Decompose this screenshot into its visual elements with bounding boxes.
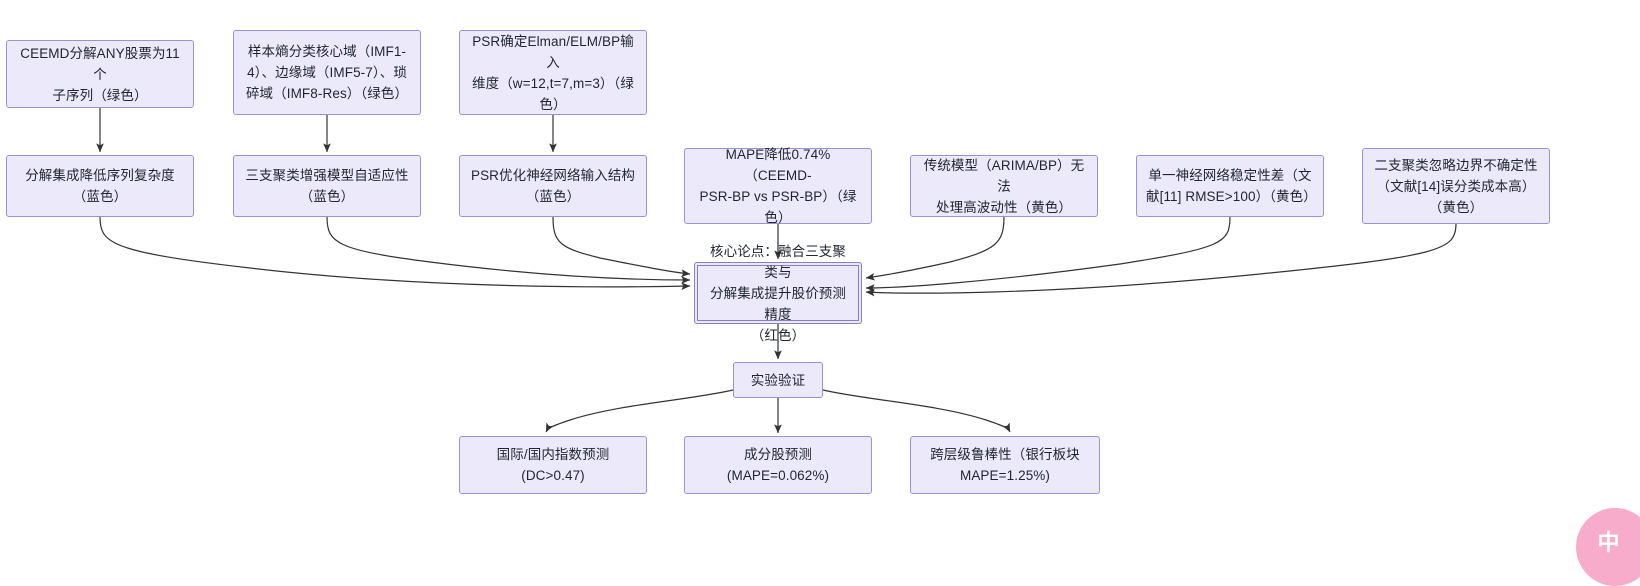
node-label: 单一神经网络稳定性差（文 献[11] RMSE>100）（黄色） <box>1146 168 1317 204</box>
watermark-badge: 中 <box>1576 508 1640 586</box>
node-label: 国际/国内指数预测 (DC>0.47) <box>496 447 610 483</box>
edge-exp-r3 <box>822 389 1011 433</box>
node-two-way-clustering-limitation[interactable]: 二支聚类忽略边界不确定性 （文献[14]误分类成本高） （黄色） <box>1362 148 1550 224</box>
node-label: MAPE降低0.74%（CEEMD- PSR-BP vs PSR-BP）（绿 色… <box>699 147 857 225</box>
node-label: 样本熵分类核心域（IMF1- 4）、边缘域（IMF5-7）、琐 碎域（IMF8-… <box>245 44 409 101</box>
node-label: 分解集成降低序列复杂度 （蓝色） <box>25 168 175 204</box>
node-traditional-model-limitation[interactable]: 传统模型（ARIMA/BP）无法 处理高波动性（黄色） <box>910 155 1098 217</box>
node-label: 核心论点：融合三支聚类与 分解集成提升股价预测精度 （红色） <box>710 243 846 343</box>
node-ceemd-decomposition[interactable]: CEEMD分解ANY股票为11个 子序列（绿色） <box>6 40 194 108</box>
edge-n9-core <box>865 216 1231 292</box>
node-label: 实验验证 <box>750 372 806 388</box>
node-label: 传统模型（ARIMA/BP）无法 处理高波动性（黄色） <box>923 157 1085 215</box>
edge-n4-core <box>99 216 691 291</box>
node-label: 跨层级鲁棒性（银行板块 MAPE=1.25%) <box>930 447 1080 483</box>
node-single-network-instability[interactable]: 单一神经网络稳定性差（文 献[11] RMSE>100）（黄色） <box>1136 155 1324 217</box>
node-core-claim[interactable]: 核心论点：融合三支聚类与 分解集成提升股价预测精度 （红色） <box>694 244 862 343</box>
edge-n10-core <box>865 223 1457 297</box>
edge-n8-core <box>865 216 1005 281</box>
node-three-way-clustering-adaptivity[interactable]: 三支聚类增强模型自适应性 （蓝色） <box>233 155 421 217</box>
flowchart-canvas: CEEMD分解ANY股票为11个 子序列（绿色） 样本熵分类核心域（IMF1- … <box>6 30 1640 586</box>
node-sample-entropy-classification[interactable]: 样本熵分类核心域（IMF1- 4）、边缘域（IMF5-7）、琐 碎域（IMF8-… <box>233 30 421 115</box>
node-psr-input-dimension[interactable]: PSR确定Elman/ELM/BP输入 维度（w=12,t=7,m=3）（绿 色… <box>459 30 647 115</box>
node-mape-reduction[interactable]: MAPE降低0.74%（CEEMD- PSR-BP vs PSR-BP）（绿 色… <box>684 147 872 225</box>
node-result-constituent-stock-forecast[interactable]: 成分股预测 (MAPE=0.062%) <box>684 436 872 494</box>
node-label: 成分股预测 (MAPE=0.062%) <box>726 447 830 483</box>
node-psr-optimizes-network-input[interactable]: PSR优化神经网络输入结构 （蓝色） <box>459 155 647 217</box>
node-label: CEEMD分解ANY股票为11个 子序列（绿色） <box>20 45 180 103</box>
node-result-cross-level-robustness[interactable]: 跨层级鲁棒性（银行板块 MAPE=1.25%) <box>910 436 1100 494</box>
node-result-index-forecast[interactable]: 国际/国内指数预测 (DC>0.47) <box>459 436 647 494</box>
node-label: 二支聚类忽略边界不确定性 （文献[14]误分类成本高） （黄色） <box>1374 157 1538 215</box>
node-label: 三支聚类增强模型自适应性 （蓝色） <box>245 168 409 204</box>
node-label: PSR确定Elman/ELM/BP输入 维度（w=12,t=7,m=3）（绿 色… <box>472 33 634 112</box>
node-decomposition-reduces-complexity[interactable]: 分解集成降低序列复杂度 （蓝色） <box>6 155 194 217</box>
watermark-text: 中 <box>1597 530 1621 555</box>
edge-exp-r1 <box>545 389 734 433</box>
edge-n6-core <box>552 216 691 277</box>
edge-n5-core <box>326 216 691 284</box>
node-experimental-validation[interactable]: 实验验证 <box>733 362 823 398</box>
node-label: PSR优化神经网络输入结构 （蓝色） <box>470 168 636 204</box>
